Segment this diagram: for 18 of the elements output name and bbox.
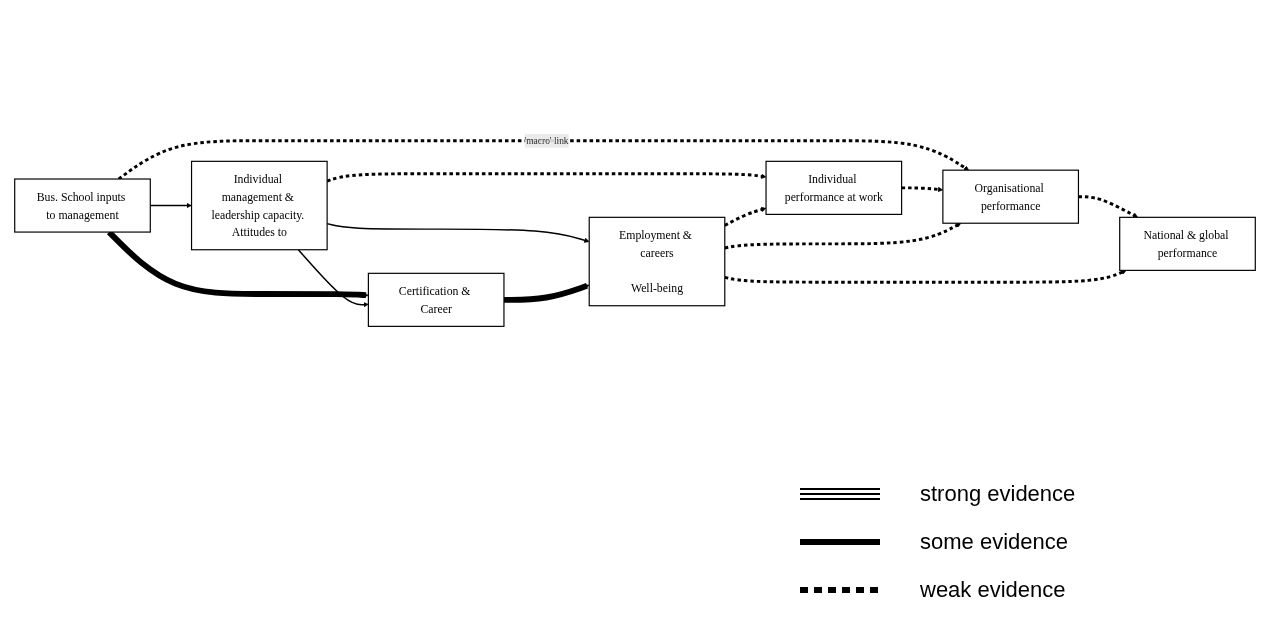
arrow <box>1078 195 1138 218</box>
arrow <box>503 283 590 303</box>
arrow <box>724 207 767 227</box>
legend-text: strong evidence <box>920 481 1076 507</box>
node-box: National & global performance <box>1119 216 1256 271</box>
arrow <box>724 223 962 250</box>
node-box: Organisational performance <box>942 169 1080 224</box>
legend-text: weak evidence <box>920 577 1066 603</box>
node-box: Certification & Career <box>367 272 505 327</box>
edge-label: 'macro' link <box>524 135 569 146</box>
node-box: Individual management & leadership capacity. Attitudes to <box>190 160 328 251</box>
node-box: Bus. School inputs to management <box>14 178 151 233</box>
arrow <box>117 139 969 181</box>
legend-text: some evidence <box>920 529 1068 555</box>
arrow <box>297 249 369 308</box>
arrow <box>724 269 1127 284</box>
node-box: Employment & careers Well-being <box>588 216 726 307</box>
node-box: Individual performance at work <box>765 160 903 215</box>
